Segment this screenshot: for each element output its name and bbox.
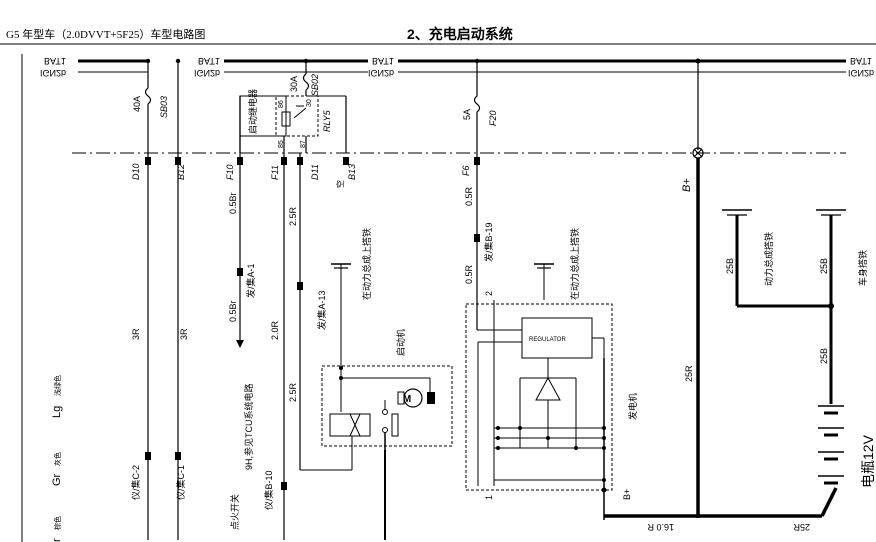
legend-name: 灰色	[53, 452, 62, 466]
battery	[818, 405, 844, 485]
rail-label: IGN2b	[848, 68, 874, 78]
fuse-name: F20	[488, 110, 498, 126]
wire-spec: 25B	[819, 348, 829, 364]
relay-label: 启动继电器	[247, 89, 258, 134]
rail-label: BAT1	[44, 56, 66, 66]
rail-label: IGN2b	[194, 68, 220, 78]
fuse-name: SB02	[310, 74, 320, 96]
relay-rly5	[239, 95, 319, 153]
connector-ref: 发/集A-13	[316, 290, 327, 330]
connector-ref: 发/集B-19	[483, 222, 494, 262]
connector-id: B13	[347, 164, 357, 180]
rectifier-row	[494, 337, 606, 520]
ground-label: 在动力总成上搭铁	[569, 228, 580, 300]
section-title: 2、充电启动系统	[407, 26, 513, 42]
rail-label: BAT1	[850, 56, 872, 66]
connector-id: F10	[225, 164, 235, 180]
ground-symbol	[722, 209, 752, 306]
ground-label: 在动力总成上搭铁	[361, 228, 372, 300]
wire-spec: 2.5R	[288, 382, 298, 402]
connector-id: B12	[176, 164, 186, 180]
connector-ref: 仪/集C-1	[175, 465, 186, 500]
relay-pin: 85	[278, 140, 285, 148]
bplus-label: B+	[681, 178, 693, 192]
connector-id: D10	[131, 163, 141, 180]
wire-spec: 2.5R	[288, 206, 298, 226]
circuit-b13	[343, 157, 349, 165]
relay-pin: 86	[278, 100, 285, 108]
motor-symbol: M	[403, 394, 411, 405]
regulator-label: REGULATOR	[529, 337, 566, 343]
circuit-sb03	[144, 58, 152, 540]
wire-spec: 25B	[725, 258, 735, 274]
legend-name: 浅绿色	[53, 375, 62, 396]
circuit-d11	[297, 153, 353, 471]
reference-note: 点火开关	[229, 494, 240, 530]
relay-name: RLY5	[322, 109, 332, 132]
connector-ref: 仪/集C-2	[130, 465, 141, 500]
legend-code: Lg	[51, 406, 63, 418]
doc-title: G5 年型车（2.0DVVT+5F25）车型电路图	[6, 27, 205, 41]
fuse-rating: 30A	[289, 76, 299, 92]
ground-symbol	[816, 209, 846, 404]
rail-label: IGN2b	[368, 68, 394, 78]
connector-id: F6	[461, 165, 471, 176]
wire-spec: 0.5Br	[228, 300, 238, 322]
junction	[828, 303, 834, 309]
rail-label: BAT1	[372, 56, 394, 66]
connector-id: F11	[270, 165, 280, 180]
wire-spec: 3R	[131, 328, 141, 340]
connector-id: D11	[310, 164, 320, 180]
wire-spec: 0.5R	[464, 186, 474, 206]
wire-spec: 25R	[793, 522, 810, 532]
wire-spec: 0.5R	[464, 264, 474, 284]
bplus-main	[604, 58, 838, 518]
fuse-symbol	[302, 73, 310, 91]
wire-spec: 16.0 R	[647, 522, 674, 532]
fuse-rating: 5A	[462, 109, 472, 120]
component-label: 发电机	[627, 393, 638, 420]
wire-spec: 2	[484, 291, 494, 296]
legend-code: Gr	[51, 473, 63, 486]
connector-ref: 发/集A-1	[245, 263, 256, 298]
wire-spec: 25B	[819, 258, 829, 274]
relay-pin: 87	[300, 140, 307, 148]
circuit-b12	[175, 58, 181, 540]
circuit-sb02	[302, 58, 347, 153]
wire-spec: 0.5Br	[228, 192, 238, 214]
rail-label: BAT1	[198, 56, 220, 66]
generator	[465, 300, 613, 520]
fuse-rating: 40A	[132, 96, 142, 112]
bplus-label: B+	[622, 489, 632, 500]
ground-symbol	[534, 263, 554, 300]
wire-spec: 1	[484, 495, 494, 500]
relay-pin: 30	[306, 99, 313, 107]
connector-ref: 仪/集B-10	[263, 470, 274, 510]
wire-spec: 2.0R	[270, 320, 280, 340]
rail-label: IGN2b	[40, 68, 66, 78]
component-label: 电瓶12V	[860, 434, 876, 488]
wire-spec: 3R	[179, 328, 189, 340]
reference-note: 9H,参见TCU系统电路	[243, 383, 254, 470]
wire-spec: 25R	[684, 365, 694, 382]
ground-label: 车身搭铁	[857, 250, 868, 286]
circuit-f20	[473, 58, 522, 331]
fuse-symbol	[473, 95, 481, 113]
connector-note: 空	[335, 180, 345, 188]
component-label: 启动机	[395, 329, 406, 356]
fuse-symbol	[144, 87, 152, 105]
ground-label: 动力总成搭铁	[763, 232, 774, 286]
legend-name: 棕色	[53, 516, 62, 530]
ground-symbol	[331, 263, 351, 366]
legend-code: r	[51, 538, 63, 542]
starter-motor	[321, 365, 453, 540]
circuit-f11	[281, 153, 287, 540]
fuse-name: SB03	[159, 96, 169, 118]
